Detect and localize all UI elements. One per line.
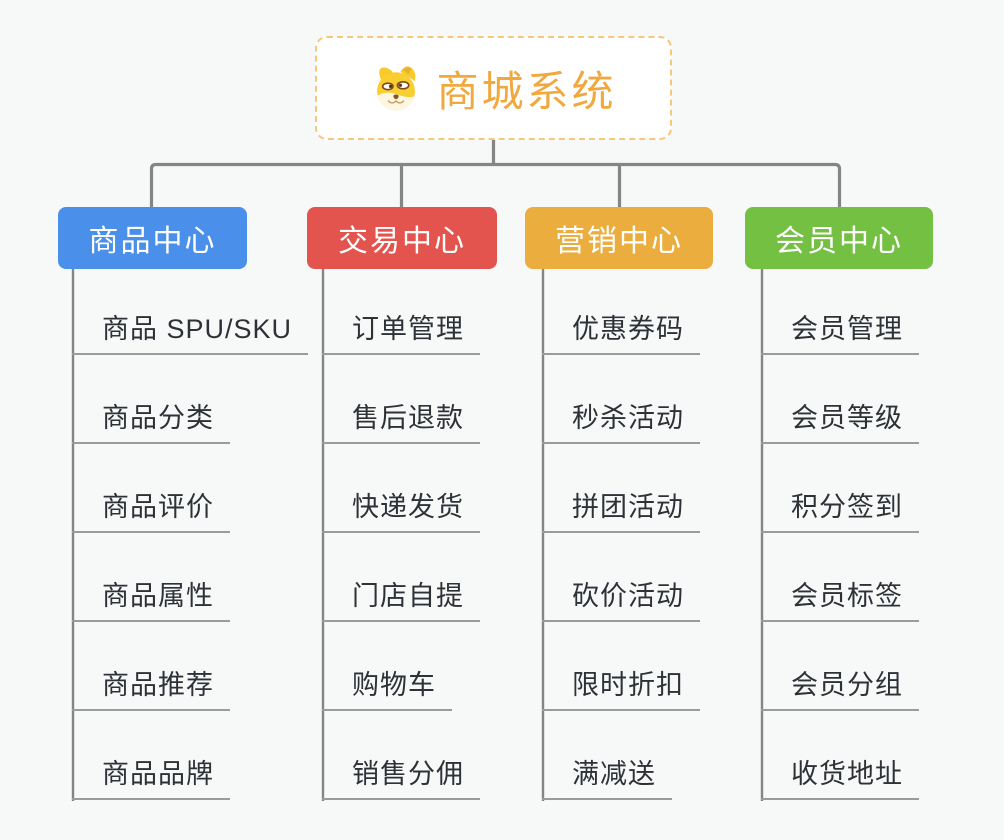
leaf-node-marketing-center-5[interactable]: 满减送 <box>542 752 672 800</box>
leaf-node-trade-center-3[interactable]: 门店自提 <box>322 574 480 622</box>
leaf-node-product-center-5[interactable]: 商品品牌 <box>72 752 230 800</box>
leaf-node-trade-center-5[interactable]: 销售分佣 <box>322 752 480 800</box>
leaf-node-marketing-center-2[interactable]: 拼团活动 <box>542 485 700 533</box>
leaf-label: 会员等级 <box>791 403 903 433</box>
leaf-label: 订单管理 <box>352 314 464 344</box>
leaf-node-trade-center-4[interactable]: 购物车 <box>322 663 452 711</box>
leaf-label: 积分签到 <box>791 492 903 522</box>
root-title: 商城系统 <box>436 67 617 115</box>
leaf-node-marketing-center-3[interactable]: 砍价活动 <box>542 574 700 622</box>
leaf-label: 购物车 <box>352 670 436 700</box>
leaf-node-marketing-center-0[interactable]: 优惠券码 <box>542 307 700 355</box>
leaf-node-trade-center-0[interactable]: 订单管理 <box>322 307 480 355</box>
leaf-node-trade-center-1[interactable]: 售后退款 <box>322 396 480 444</box>
leaf-label: 会员管理 <box>791 314 903 344</box>
leaf-label: 商品品牌 <box>102 759 214 789</box>
leaf-label: 商品 SPU/SKU <box>102 314 293 344</box>
leaf-label: 会员分组 <box>791 670 903 700</box>
leaf-label: 门店自提 <box>352 581 464 611</box>
leaf-label: 会员标签 <box>791 581 903 611</box>
branch-node-trade-center[interactable]: 交易中心 <box>307 207 497 269</box>
leaf-node-product-center-4[interactable]: 商品推荐 <box>72 663 230 711</box>
branch-label: 营销中心 <box>555 225 683 258</box>
leaf-node-trade-center-2[interactable]: 快递发货 <box>322 485 480 533</box>
branch-label: 商品中心 <box>88 225 217 258</box>
leaf-label: 拼团活动 <box>572 492 684 522</box>
branch-label: 会员中心 <box>775 225 903 258</box>
leaf-label: 秒杀活动 <box>572 403 684 433</box>
leaf-label: 限时折扣 <box>572 670 684 700</box>
root-node[interactable]: 商城系统 <box>315 36 672 140</box>
branch-node-marketing-center[interactable]: 营销中心 <box>525 207 713 269</box>
leaf-node-member-center-4[interactable]: 会员分组 <box>761 663 919 711</box>
leaf-label: 商品分类 <box>102 403 214 433</box>
leaf-node-member-center-5[interactable]: 收货地址 <box>761 752 919 800</box>
leaf-label: 收货地址 <box>791 759 903 789</box>
dog-face-icon <box>370 63 422 113</box>
leaf-label: 优惠券码 <box>572 314 684 344</box>
leaf-node-member-center-1[interactable]: 会员等级 <box>761 396 919 444</box>
leaf-label: 满减送 <box>572 759 656 789</box>
leaf-label: 商品推荐 <box>102 670 214 700</box>
leaf-label: 售后退款 <box>352 403 464 433</box>
leaf-node-member-center-0[interactable]: 会员管理 <box>761 307 919 355</box>
leaf-label: 快递发货 <box>352 492 464 522</box>
leaf-node-product-center-3[interactable]: 商品属性 <box>72 574 230 622</box>
leaf-node-product-center-2[interactable]: 商品评价 <box>72 485 230 533</box>
leaf-node-marketing-center-1[interactable]: 秒杀活动 <box>542 396 700 444</box>
leaf-node-product-center-0[interactable]: 商品 SPU/SKU <box>72 307 309 355</box>
leaf-label: 商品评价 <box>102 492 214 522</box>
leaf-label: 商品属性 <box>102 581 214 611</box>
branch-node-product-center[interactable]: 商品中心 <box>58 207 247 269</box>
leaf-label: 砍价活动 <box>572 581 684 611</box>
leaf-label: 销售分佣 <box>352 759 464 789</box>
bus-line <box>149 162 842 207</box>
leaf-node-marketing-center-4[interactable]: 限时折扣 <box>542 663 700 711</box>
leaf-node-product-center-1[interactable]: 商品分类 <box>72 396 230 444</box>
branch-node-member-center[interactable]: 会员中心 <box>745 207 933 269</box>
leaf-node-member-center-3[interactable]: 会员标签 <box>761 574 919 622</box>
leaf-node-member-center-2[interactable]: 积分签到 <box>761 485 919 533</box>
branch-label: 交易中心 <box>338 225 466 258</box>
